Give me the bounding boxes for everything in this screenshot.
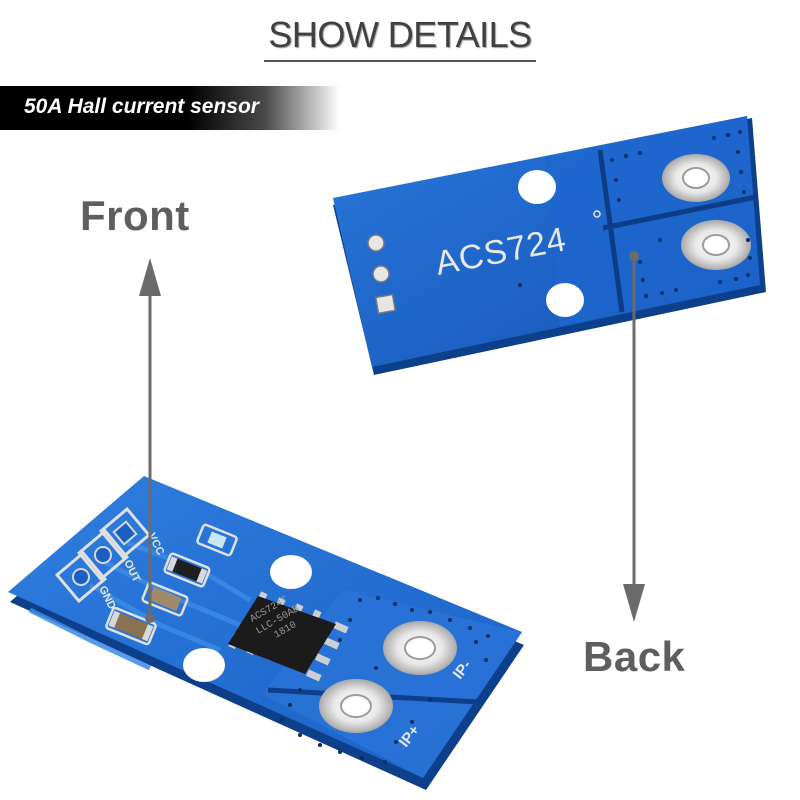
- front-arrow: [139, 258, 161, 623]
- front-terminal-hole-minus: [404, 636, 436, 660]
- back-board: ACS724: [333, 116, 766, 375]
- back-arrow: [623, 251, 645, 622]
- back-terminal-hole-2: [702, 234, 730, 256]
- smd-resistor: [163, 552, 211, 588]
- back-split-line-v: [597, 149, 625, 313]
- back-pin-pad-3: [374, 293, 397, 315]
- page-title-text: SHOW DETAILS: [264, 14, 536, 62]
- front-pin-3-pad: [112, 520, 138, 546]
- front-pin-1: [54, 550, 108, 604]
- current-sensor-chip: ACS724T LLC-50AB 1810: [228, 591, 349, 682]
- back-vias: [518, 130, 752, 298]
- back-label: Back: [583, 633, 686, 680]
- back-terminal-hole-1: [682, 167, 710, 189]
- front-vias: [280, 596, 490, 764]
- front-pin-2-hole: [94, 546, 112, 564]
- front-board: VCC OUT GND: [8, 476, 524, 790]
- front-mount-hole-top: [270, 555, 312, 589]
- back-mount-hole-bottom: [546, 283, 584, 317]
- page-title: SHOW DETAILS: [0, 14, 800, 62]
- product-banner: 50A Hall current sensor: [0, 86, 340, 130]
- front-pin-1-hole: [72, 568, 90, 586]
- front-terminal-hole-plus: [340, 694, 372, 718]
- back-degree-mark: [593, 210, 601, 218]
- back-pin-pad-2: [372, 265, 390, 283]
- smd-capacitor-1: [141, 581, 189, 617]
- front-mount-hole-bottom: [183, 648, 225, 682]
- back-mount-hole-top: [518, 170, 556, 204]
- smd-capacitor-2: [105, 606, 157, 646]
- back-pin-pad-1: [367, 234, 385, 252]
- front-label: Front: [80, 192, 190, 239]
- back-split-line: [602, 194, 757, 231]
- smd-led: [196, 523, 238, 557]
- front-pin-3: [98, 506, 152, 560]
- banner-text: 50A Hall current sensor: [24, 95, 259, 118]
- front-pin-2: [76, 528, 130, 582]
